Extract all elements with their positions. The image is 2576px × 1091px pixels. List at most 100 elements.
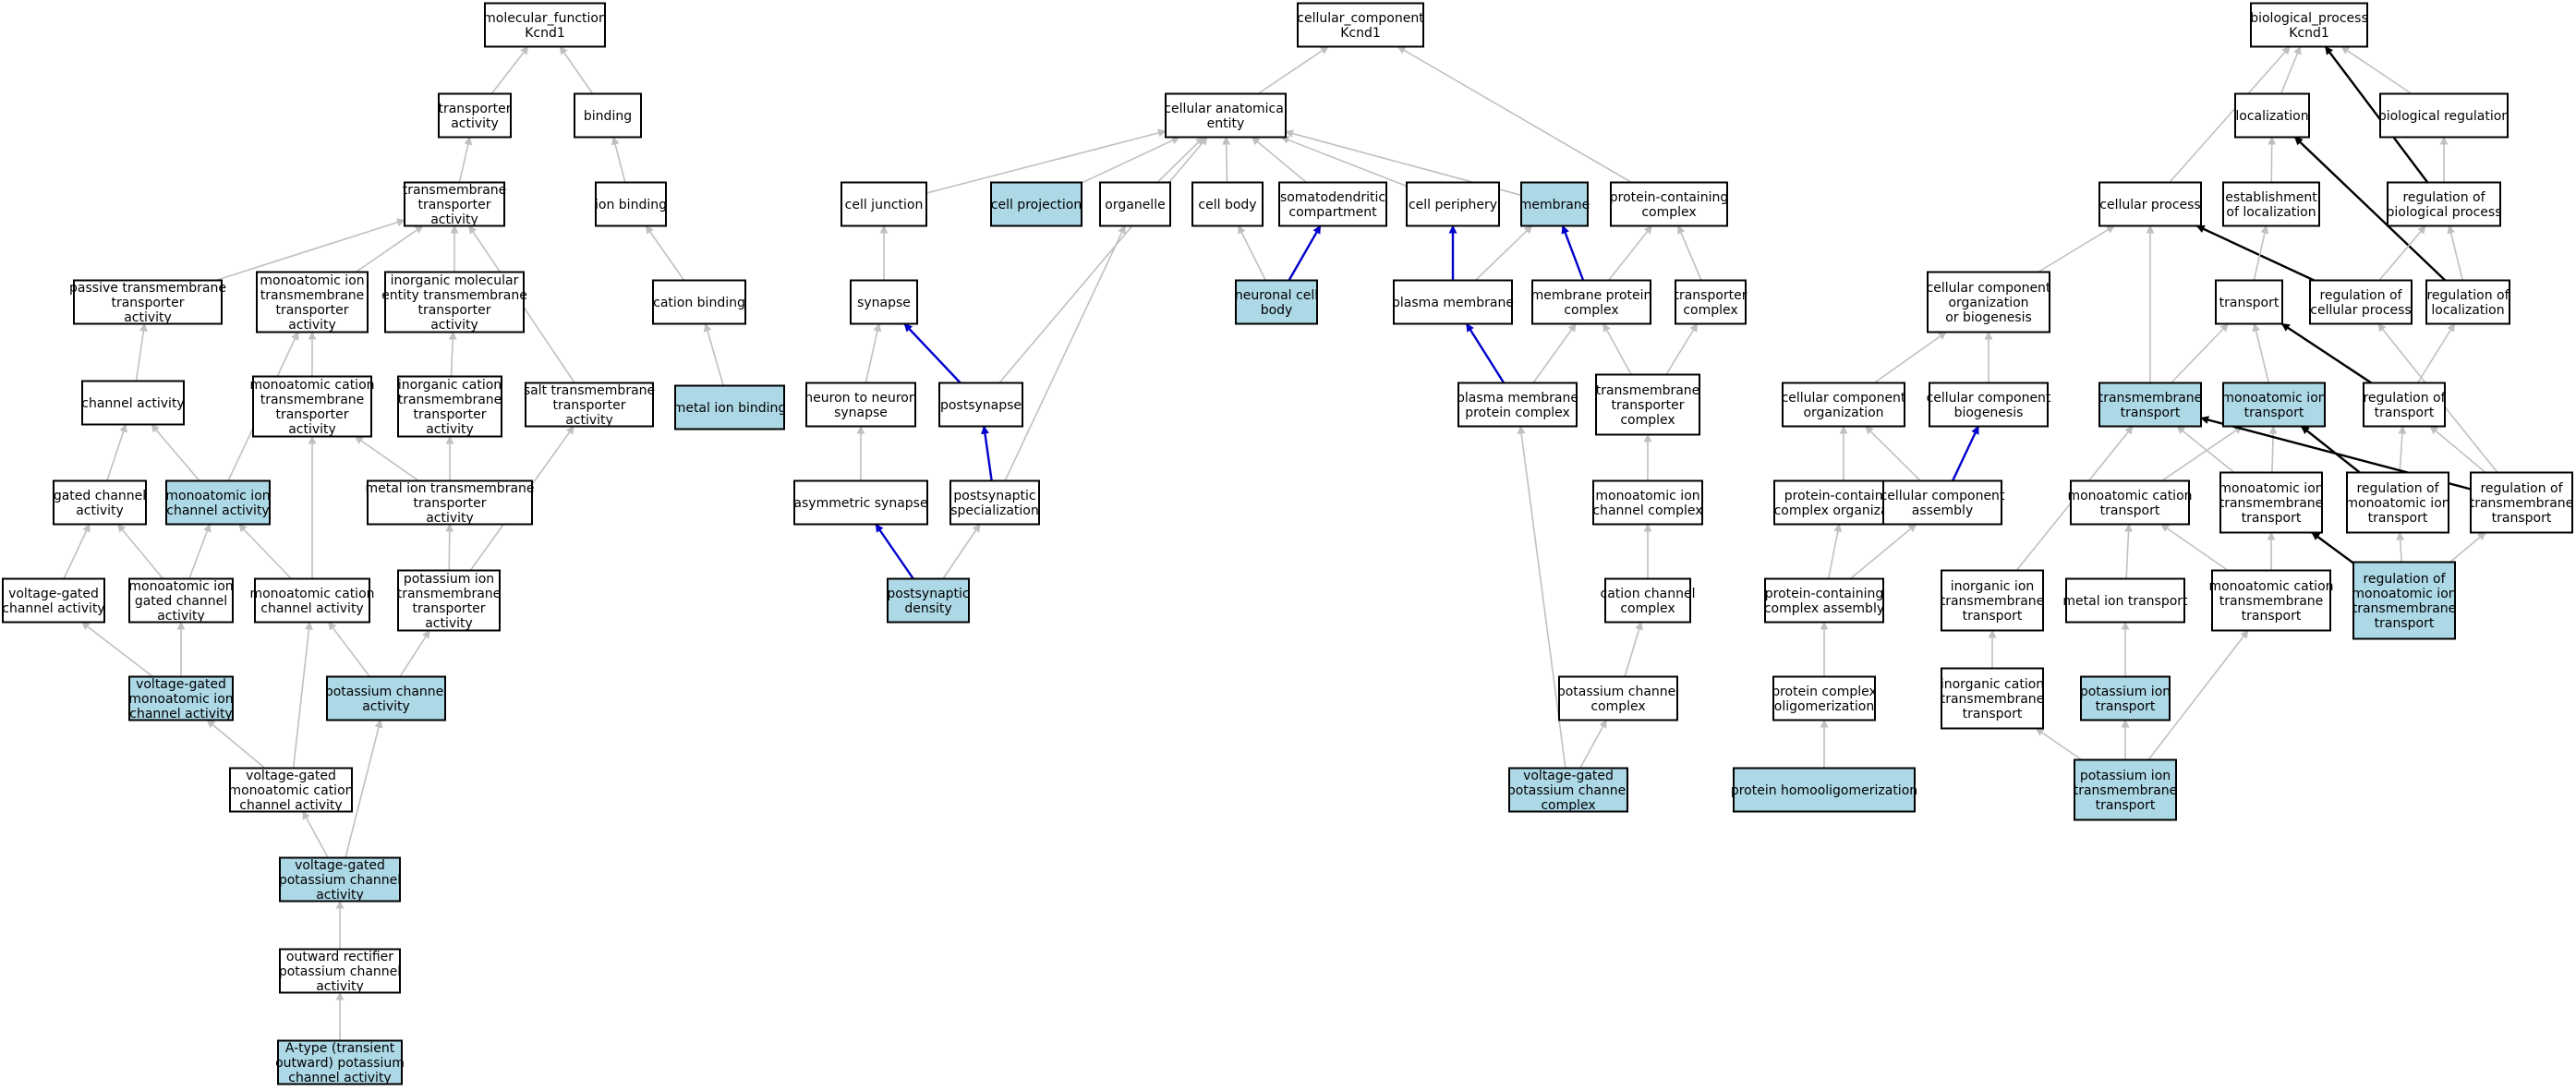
- go-term-bio-regulation[interactable]: biological regulation: [2378, 92, 2509, 139]
- go-term-binding[interactable]: binding: [574, 92, 642, 139]
- term-box: [887, 577, 970, 624]
- term-label-line: monoatomic ion: [2221, 391, 2326, 406]
- term-label-line: Kcnd1: [525, 26, 565, 41]
- term-label-line: complex: [1541, 798, 1595, 813]
- go-term-plasma-membrane[interactable]: plasma membrane: [1392, 279, 1514, 325]
- term-label-line: voltage-gated: [8, 587, 99, 601]
- term-label-line: cellular_component: [1297, 11, 1424, 26]
- go-term-cation-binding[interactable]: cation binding: [652, 279, 746, 325]
- term-label-line: channel activity: [239, 798, 342, 813]
- go-term-cellular-process[interactable]: cellular process: [2098, 181, 2202, 227]
- go-term-k-ion-tm-transporter[interactable]: potassium iontransmembranetransporteract…: [397, 569, 502, 632]
- go-term-synapse[interactable]: synapse: [850, 279, 918, 325]
- go-term-ion-binding[interactable]: ion binding: [595, 181, 667, 227]
- go-term-metal-ion-tm[interactable]: metal ion transmembranetransporteractivi…: [365, 479, 535, 527]
- term-label-line: transport: [1963, 609, 2023, 624]
- go-term-cell-junction[interactable]: cell junction: [841, 181, 927, 227]
- go-term-mono-ion-tm[interactable]: monoatomic iontransmembranetransporterac…: [256, 271, 369, 333]
- go-term-metal-ion-transport[interactable]: metal ion transport: [2062, 577, 2188, 624]
- go-term-postsynapse[interactable]: postsynapse: [938, 382, 1023, 428]
- go-term-inorg-cation-tm[interactable]: inorganic cationtransmembranetransporter…: [397, 375, 502, 438]
- go-term-membrane[interactable]: membrane: [1519, 181, 1590, 227]
- go-term-channel-activity[interactable]: channel activity: [81, 380, 185, 426]
- term-box: [2309, 279, 2413, 325]
- term-label-line: protein complex: [1465, 406, 1570, 420]
- term-label-line: biological_process: [2250, 11, 2368, 26]
- term-label-line: transporter: [275, 303, 348, 318]
- go-term-transport[interactable]: transport: [2215, 279, 2283, 325]
- go-term-mono-cation-tm[interactable]: monoatomic cationtransmembranetransporte…: [249, 375, 375, 438]
- go-term-localization[interactable]: localization: [2234, 92, 2310, 139]
- go-term-cell-body[interactable]: cell body: [1191, 181, 1264, 227]
- go-term-cell-projection[interactable]: cell projection: [990, 181, 1082, 227]
- go-term-cell-periphery[interactable]: cell periphery: [1406, 181, 1500, 227]
- go-term-organelle[interactable]: organelle: [1099, 181, 1171, 227]
- go-term-metal-ion-binding[interactable]: metal ion binding: [673, 384, 787, 430]
- term-box: [128, 577, 234, 624]
- term-label-line: cellular process: [2099, 198, 2200, 212]
- term-label-line: activity: [362, 699, 410, 714]
- term-label-line: cellular component: [1927, 281, 2051, 296]
- go-term-asym-synapse[interactable]: asymmetric synapse: [793, 479, 928, 526]
- term-box: [438, 92, 512, 139]
- go-term-protein-homo[interactable]: protein homooligomerization: [1731, 767, 1917, 813]
